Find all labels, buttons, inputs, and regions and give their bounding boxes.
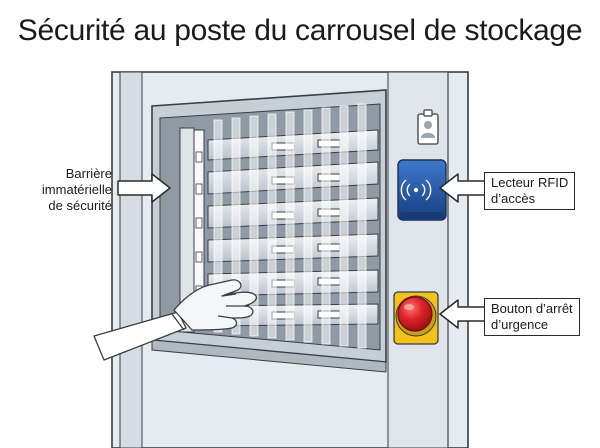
page-title: Sécurité au poste du carrousel de stocka… bbox=[17, 14, 583, 47]
arrow-barrier bbox=[117, 173, 171, 203]
estop-label-line-1: Bouton d’arrêt bbox=[491, 301, 573, 316]
rfid-wave-icon bbox=[400, 179, 432, 201]
light-curtain-emitter bbox=[179, 127, 205, 333]
rfid-label-line-2: d’accès bbox=[491, 191, 536, 206]
estop-label: Bouton d’arrêt d’urgence bbox=[484, 298, 580, 336]
rfid-label: Lecteur RFID d’accès bbox=[484, 172, 576, 210]
arrow-rfid bbox=[439, 173, 487, 203]
barrier-label-line-3: de sécurité bbox=[48, 198, 112, 213]
glove-hand-icon bbox=[93, 279, 258, 361]
arrow-estop bbox=[439, 299, 487, 329]
light-curtain-beams bbox=[213, 103, 367, 349]
rfid-label-line-1: Lecteur RFID bbox=[491, 175, 569, 190]
badge-icon bbox=[417, 109, 439, 145]
emergency-stop-button bbox=[393, 291, 439, 345]
barrier-label: Barrière immatérielle de sécurité bbox=[14, 166, 112, 214]
barrier-label-line-2: immatérielle bbox=[41, 182, 112, 197]
barrier-label-line-1: Barrière bbox=[65, 166, 112, 181]
estop-label-line-2: d’urgence bbox=[491, 317, 549, 332]
rfid-reader bbox=[397, 159, 447, 221]
